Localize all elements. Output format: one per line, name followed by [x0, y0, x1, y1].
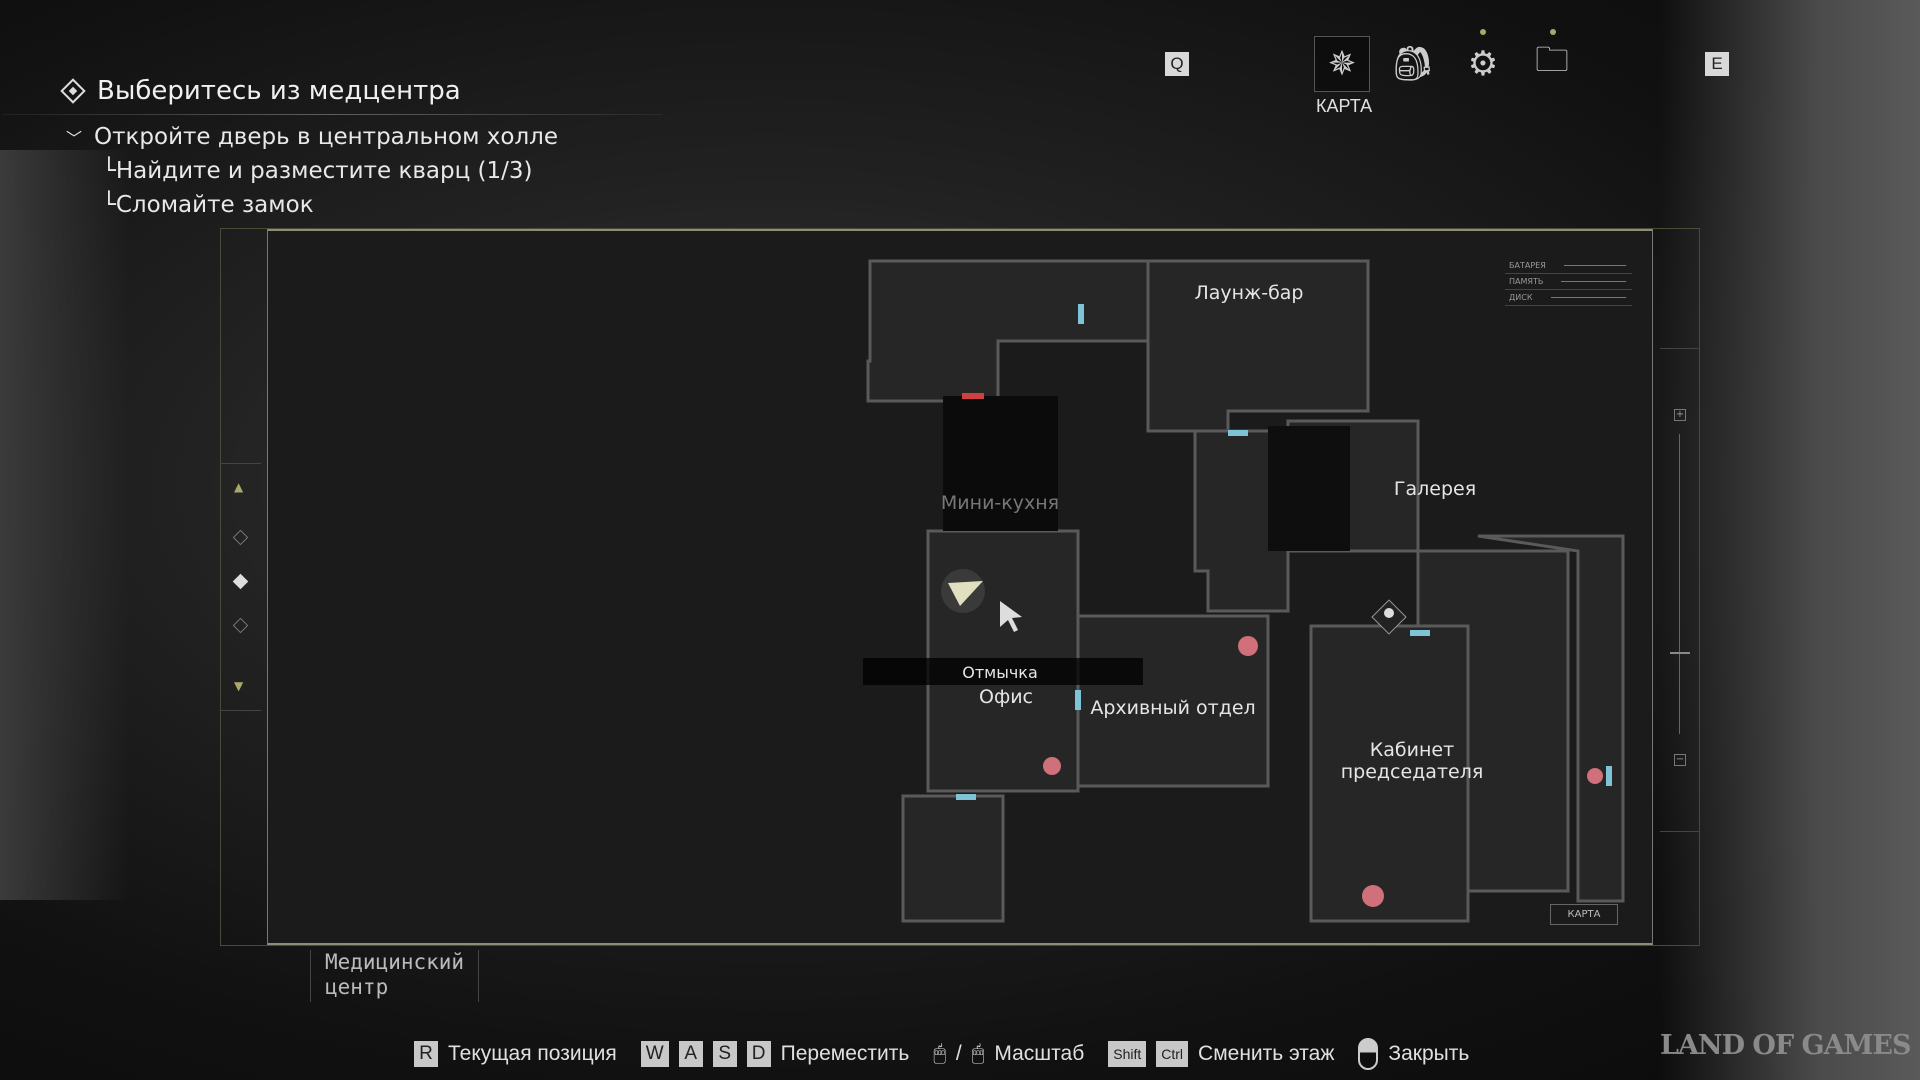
- key-a: A: [678, 1041, 703, 1067]
- map-view[interactable]: Лаунж-бар Мини-кухня Галерея Отмычка Офи…: [267, 229, 1653, 945]
- location-name: Медицинский центр: [310, 950, 480, 1002]
- compass-icon: ✵: [1327, 44, 1357, 84]
- room-label: Мини-кухня: [940, 492, 1060, 514]
- mouse-wheel-down-icon: 🖱︎: [971, 1042, 985, 1065]
- room-label: Архивный отдел: [1090, 697, 1256, 719]
- tooltip-item: Отмычка: [962, 663, 1038, 682]
- subtask-2: └Сломайте замок: [102, 192, 314, 218]
- key-d: D: [746, 1041, 771, 1067]
- task-label: Откройте дверь в центральном холле: [94, 124, 559, 150]
- item-markers: [1043, 636, 1603, 907]
- location-line: центр: [325, 975, 389, 999]
- floor-up-icon[interactable]: ▲: [234, 480, 244, 494]
- subtask-label: Найдите и разместите кварц (1/3): [115, 158, 533, 184]
- hint-change-floor: Сменить этаж: [1198, 1042, 1335, 1065]
- background-left: [0, 150, 130, 900]
- room-mini-kitchen: [943, 396, 1058, 531]
- key-w: W: [640, 1041, 669, 1067]
- objective-task: ﹀ Откройте дверь в центральном холле: [66, 124, 558, 150]
- open-doors: [956, 304, 1612, 800]
- floor-down-icon[interactable]: ▼: [234, 679, 244, 693]
- zoom-thumb[interactable]: [1670, 652, 1690, 654]
- hint-slash: /: [955, 1042, 962, 1065]
- unexplored-area: [1268, 426, 1350, 551]
- map-legend: БАТАРЕЯ ПАМЯТЬ ДИСК: [1505, 258, 1632, 306]
- player-marker-icon: [941, 569, 985, 613]
- locked-door: [962, 393, 984, 399]
- hint-close: Закрыть: [1388, 1042, 1470, 1065]
- key-shift: Shift: [1108, 1041, 1147, 1067]
- key-ctrl: Ctrl: [1156, 1041, 1189, 1067]
- current-floor-marker-icon[interactable]: [232, 573, 249, 590]
- legend-row: ПАМЯТЬ: [1505, 274, 1632, 290]
- map-frame: [220, 228, 1700, 946]
- watermark: LAND OF GAMES: [1660, 1030, 1911, 1061]
- room-south: [901, 794, 1005, 923]
- objective-title: Выберитесь из медцентра: [97, 76, 461, 106]
- key-r: R: [414, 1041, 438, 1067]
- room-label: Кабинет председателя: [1340, 739, 1484, 783]
- floor-marker-icon[interactable]: [232, 529, 249, 546]
- prev-tab-key[interactable]: Q: [1165, 52, 1189, 76]
- subtask-label: Сломайте замок: [115, 192, 314, 218]
- subtask-1: └Найдите и разместите кварц (1/3): [102, 158, 533, 184]
- corridor-north: [866, 259, 1150, 403]
- hint-zoom: Масштаб: [994, 1042, 1085, 1065]
- control-hints: R Текущая позиция W A S D Переместить 🖱︎…: [414, 1038, 1469, 1070]
- backpack-icon: 🎒︎: [1391, 44, 1435, 84]
- zoom-track[interactable]: [1679, 434, 1680, 734]
- room-chairman-office: [1309, 624, 1470, 923]
- hint-current-position: Текущая позиция: [448, 1042, 617, 1065]
- room-label: Лаунж-бар: [1194, 282, 1304, 304]
- tab-upgrades[interactable]: ⚙: [1455, 36, 1511, 92]
- next-tab-key[interactable]: E: [1705, 52, 1729, 76]
- location-line: Медицинский: [325, 950, 465, 974]
- notification-dot: [1480, 29, 1486, 35]
- hint-move: Переместить: [780, 1042, 910, 1065]
- mouse-right-click-icon: [1358, 1038, 1379, 1070]
- mouse-wheel-up-icon: 🖱︎: [933, 1042, 946, 1065]
- tab-inventory[interactable]: 🎒︎: [1385, 36, 1441, 92]
- legend-row: ДИСК: [1505, 290, 1632, 306]
- floor-marker-icon[interactable]: [232, 617, 249, 634]
- zoom-slider[interactable]: + −: [1660, 348, 1700, 832]
- tab-map-label: КАРТА: [1316, 96, 1373, 116]
- divider: [2, 114, 662, 115]
- files-icon: 🗀: [1535, 39, 1569, 80]
- map-button[interactable]: КАРТА: [1550, 904, 1618, 925]
- chevron-down-icon: ﹀: [66, 129, 83, 148]
- room-lounge-bar: [1146, 259, 1370, 433]
- zoom-in-icon[interactable]: +: [1674, 409, 1686, 421]
- cursor-icon: [1000, 601, 1022, 632]
- tab-map[interactable]: ✵: [1314, 36, 1370, 92]
- room-label: Галерея: [1393, 478, 1477, 500]
- legend-row: БАТАРЕЯ: [1505, 258, 1632, 274]
- tooltip-bg: [863, 658, 1143, 685]
- corridor-edge: [1477, 534, 1625, 903]
- key-s: S: [712, 1041, 737, 1067]
- background-right: [1660, 0, 1920, 1080]
- notification-dot: [1550, 29, 1556, 35]
- key-marker-icon: [1371, 599, 1407, 635]
- floor-selector: ▲ ▼: [220, 463, 261, 711]
- tab-files[interactable]: 🗀: [1524, 36, 1580, 92]
- room-label: Офис: [979, 686, 1033, 708]
- zoom-out-icon[interactable]: −: [1674, 754, 1686, 766]
- gears-icon: ⚙: [1467, 44, 1499, 84]
- floor-plan: [863, 259, 1625, 923]
